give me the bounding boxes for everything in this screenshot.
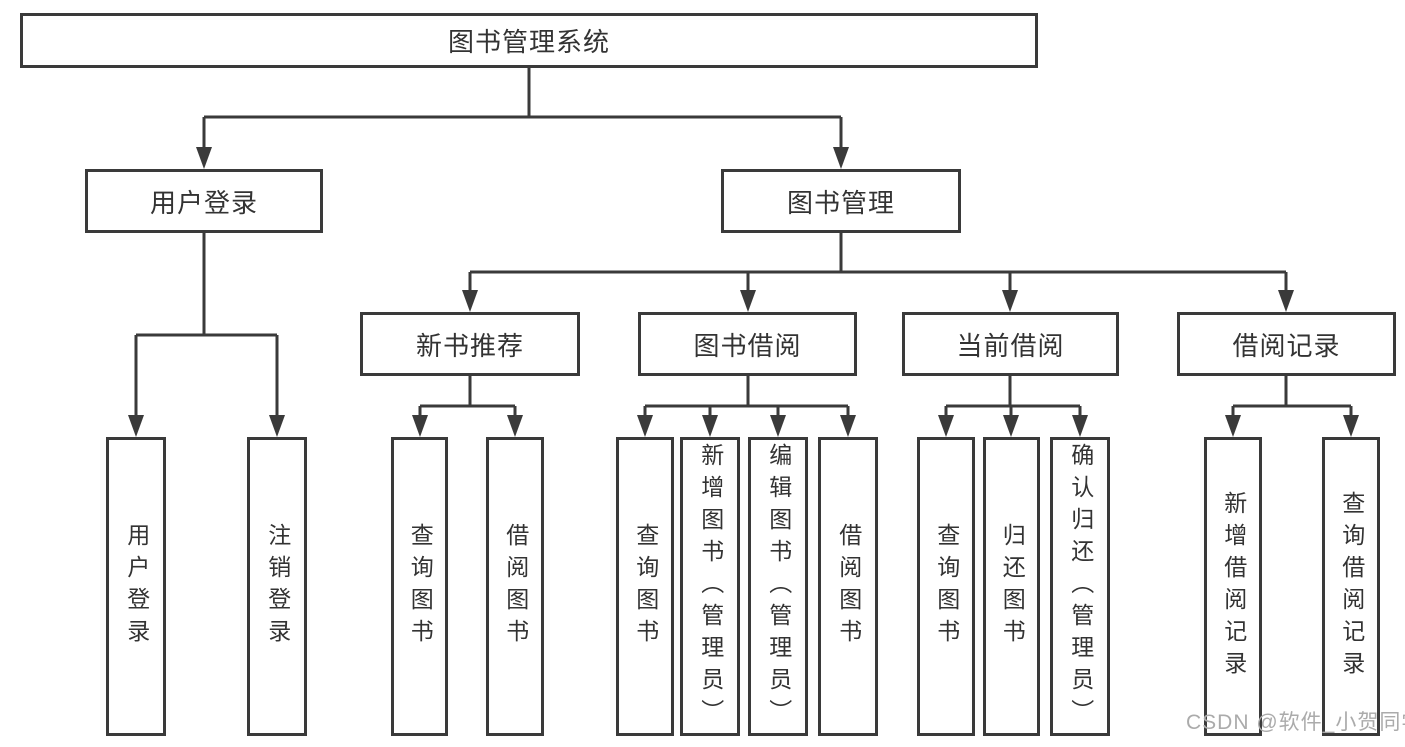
leaf-edit-book-admin: 编辑图书（管理员） xyxy=(748,437,808,736)
leaf-query-books-borrow: 查询图书 xyxy=(616,437,674,736)
leaf-logout: 注销登录 xyxy=(247,437,307,736)
leaf-query-books-recommend: 查询图书 xyxy=(391,437,448,736)
leaf-add-book-admin: 新增图书（管理员） xyxy=(680,437,740,736)
node-user-login: 用户登录 xyxy=(85,169,323,233)
node-root-system: 图书管理系统 xyxy=(20,13,1038,68)
node-current-borrow: 当前借阅 xyxy=(902,312,1119,376)
node-book-borrow: 图书借阅 xyxy=(638,312,857,376)
node-new-book-recommend: 新书推荐 xyxy=(360,312,580,376)
leaf-borrow-books-recommend: 借阅图书 xyxy=(486,437,544,736)
leaf-borrow-books: 借阅图书 xyxy=(818,437,878,736)
node-book-management: 图书管理 xyxy=(721,169,961,233)
leaf-user-login: 用户登录 xyxy=(106,437,166,736)
leaf-confirm-return-admin: 确认归还（管理员） xyxy=(1050,437,1110,736)
leaf-query-books-current: 查询图书 xyxy=(917,437,975,736)
leaf-add-borrow-record: 新增借阅记录 xyxy=(1204,437,1262,736)
watermark: CSDN @软件_小贺同学 xyxy=(1186,711,1405,734)
leaf-query-borrow-record: 查询借阅记录 xyxy=(1322,437,1380,736)
node-borrow-records: 借阅记录 xyxy=(1177,312,1396,376)
leaf-return-book: 归还图书 xyxy=(983,437,1040,736)
